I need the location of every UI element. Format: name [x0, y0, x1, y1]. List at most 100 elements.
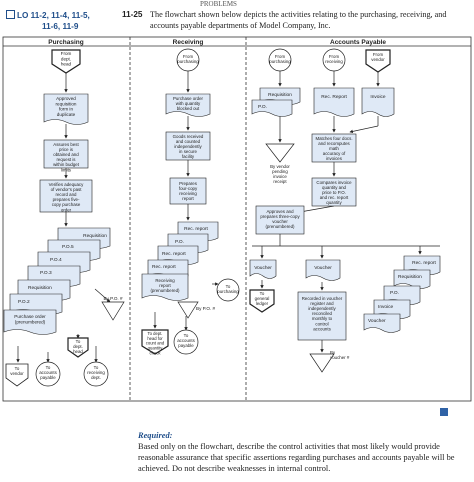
- file-by-po-number: [101, 301, 125, 321]
- offpage-from-vendor: [365, 49, 391, 73]
- file-by-po-number-receiving: [177, 301, 199, 319]
- po2-label: P.O.2: [18, 299, 30, 305]
- offpage-to-general-ledger: [249, 289, 275, 313]
- invoice-ap-label: Invoice: [370, 94, 386, 100]
- by-po-number-receiving-label: By P.O. #: [196, 306, 216, 311]
- required-section: Required: Based only on the flowchart, d…: [138, 430, 468, 474]
- problem-intro: The flowchart shown below depicts the ac…: [150, 10, 447, 30]
- po-ap-label: P.O.: [258, 104, 267, 110]
- column-purchasing: Purchasing: [48, 39, 83, 46]
- requisition-ap-label: Requisition: [268, 92, 292, 98]
- lo-line-1[interactable]: LO 11-2, 11-4, 11-5,: [17, 11, 90, 20]
- voucher-3-label: Voucher: [254, 265, 272, 271]
- rec-report-ap-label: Rec. Report: [321, 94, 347, 100]
- column-accounts-payable: Accounts Payable: [330, 39, 386, 46]
- po5-label: P.O.5: [62, 244, 74, 250]
- page-link-icon[interactable]: [440, 408, 448, 416]
- learning-objectives: LO 11-2, 11-4, 11-5, 11-6, 11-9: [6, 10, 126, 32]
- doc-voucher-2: [305, 259, 341, 281]
- problem-header: LO 11-2, 11-4, 11-5, 11-6, 11-9 11-25 Th…: [6, 10, 468, 40]
- process-matches-docs: [311, 133, 357, 163]
- doc-receiving-report: [141, 273, 189, 301]
- process-compares-invoice: [311, 177, 357, 207]
- top-fragment: PROBLEMS: [200, 0, 237, 8]
- connector-from-receiving: [322, 48, 346, 72]
- chart-frame: [2, 36, 472, 402]
- problem-number: 11-25: [122, 10, 143, 19]
- required-text: Based only on the flowchart, describe th…: [138, 442, 455, 473]
- doc-invoice-ap: [361, 87, 395, 117]
- by-po-number-label: By P.O. #: [103, 296, 123, 301]
- offpage-to-vendor: [5, 363, 29, 387]
- requisition-final-label: Requisition: [398, 274, 422, 280]
- voucher-final-label: Voucher: [368, 318, 386, 324]
- po-final-label: P.O.: [390, 290, 399, 296]
- po-receiving-label: P.O.: [175, 239, 184, 245]
- connector-to-ap-receiving: [173, 329, 199, 355]
- process-approves-voucher: [255, 205, 305, 235]
- process-goods-received: [165, 131, 211, 161]
- offpage-from-dept-head: [51, 49, 81, 74]
- rec-report-4-label: Rec. report: [184, 226, 208, 232]
- connector-to-purchasing: [216, 278, 240, 302]
- rec-report-3-label: Rec. report: [162, 251, 186, 257]
- invoice-final-label: Invoice: [378, 304, 394, 310]
- flow-lines: [16, 70, 440, 363]
- connector-to-receiving: [83, 361, 109, 387]
- doc-voucher-3: [249, 259, 277, 279]
- offpage-to-dept-head-count: [141, 329, 169, 355]
- rec-report-2-label: Rec. report: [152, 264, 176, 270]
- offpage-to-dept-head: [67, 337, 89, 358]
- connector-from-purchasing: [176, 48, 200, 72]
- po3-label: P.O.3: [40, 270, 52, 276]
- file-by-vendor: [265, 143, 295, 163]
- process-prepares-report: [169, 177, 207, 205]
- doc-voucher-final: [363, 313, 401, 333]
- lo-line-2[interactable]: 11-6, 11-9: [42, 22, 79, 31]
- column-receiving: Receiving: [173, 39, 204, 46]
- connector-to-ap: [35, 361, 61, 387]
- requisition-2-label: Requisition: [28, 285, 52, 291]
- flowchart: Purchasing Receiving Accounts Payable: [2, 36, 472, 402]
- po4-label: P.O.4: [50, 257, 62, 263]
- doc-purchase-order: [3, 309, 57, 335]
- doc-po-ap: [251, 99, 293, 117]
- process-verifies-vendor: [39, 179, 93, 213]
- file-by-voucher: [309, 353, 335, 373]
- requisition-label: Requisition: [83, 233, 107, 239]
- doc-approved-requisition: [43, 93, 89, 125]
- doc-rec-report-ap: [313, 87, 355, 117]
- process-recorded-voucher: [297, 291, 347, 341]
- required-heading: Required:: [138, 431, 173, 440]
- doc-po-blocked: [165, 93, 211, 117]
- process-assures-best-price: [43, 139, 89, 169]
- connector-from-purchasing-ap: [268, 48, 292, 72]
